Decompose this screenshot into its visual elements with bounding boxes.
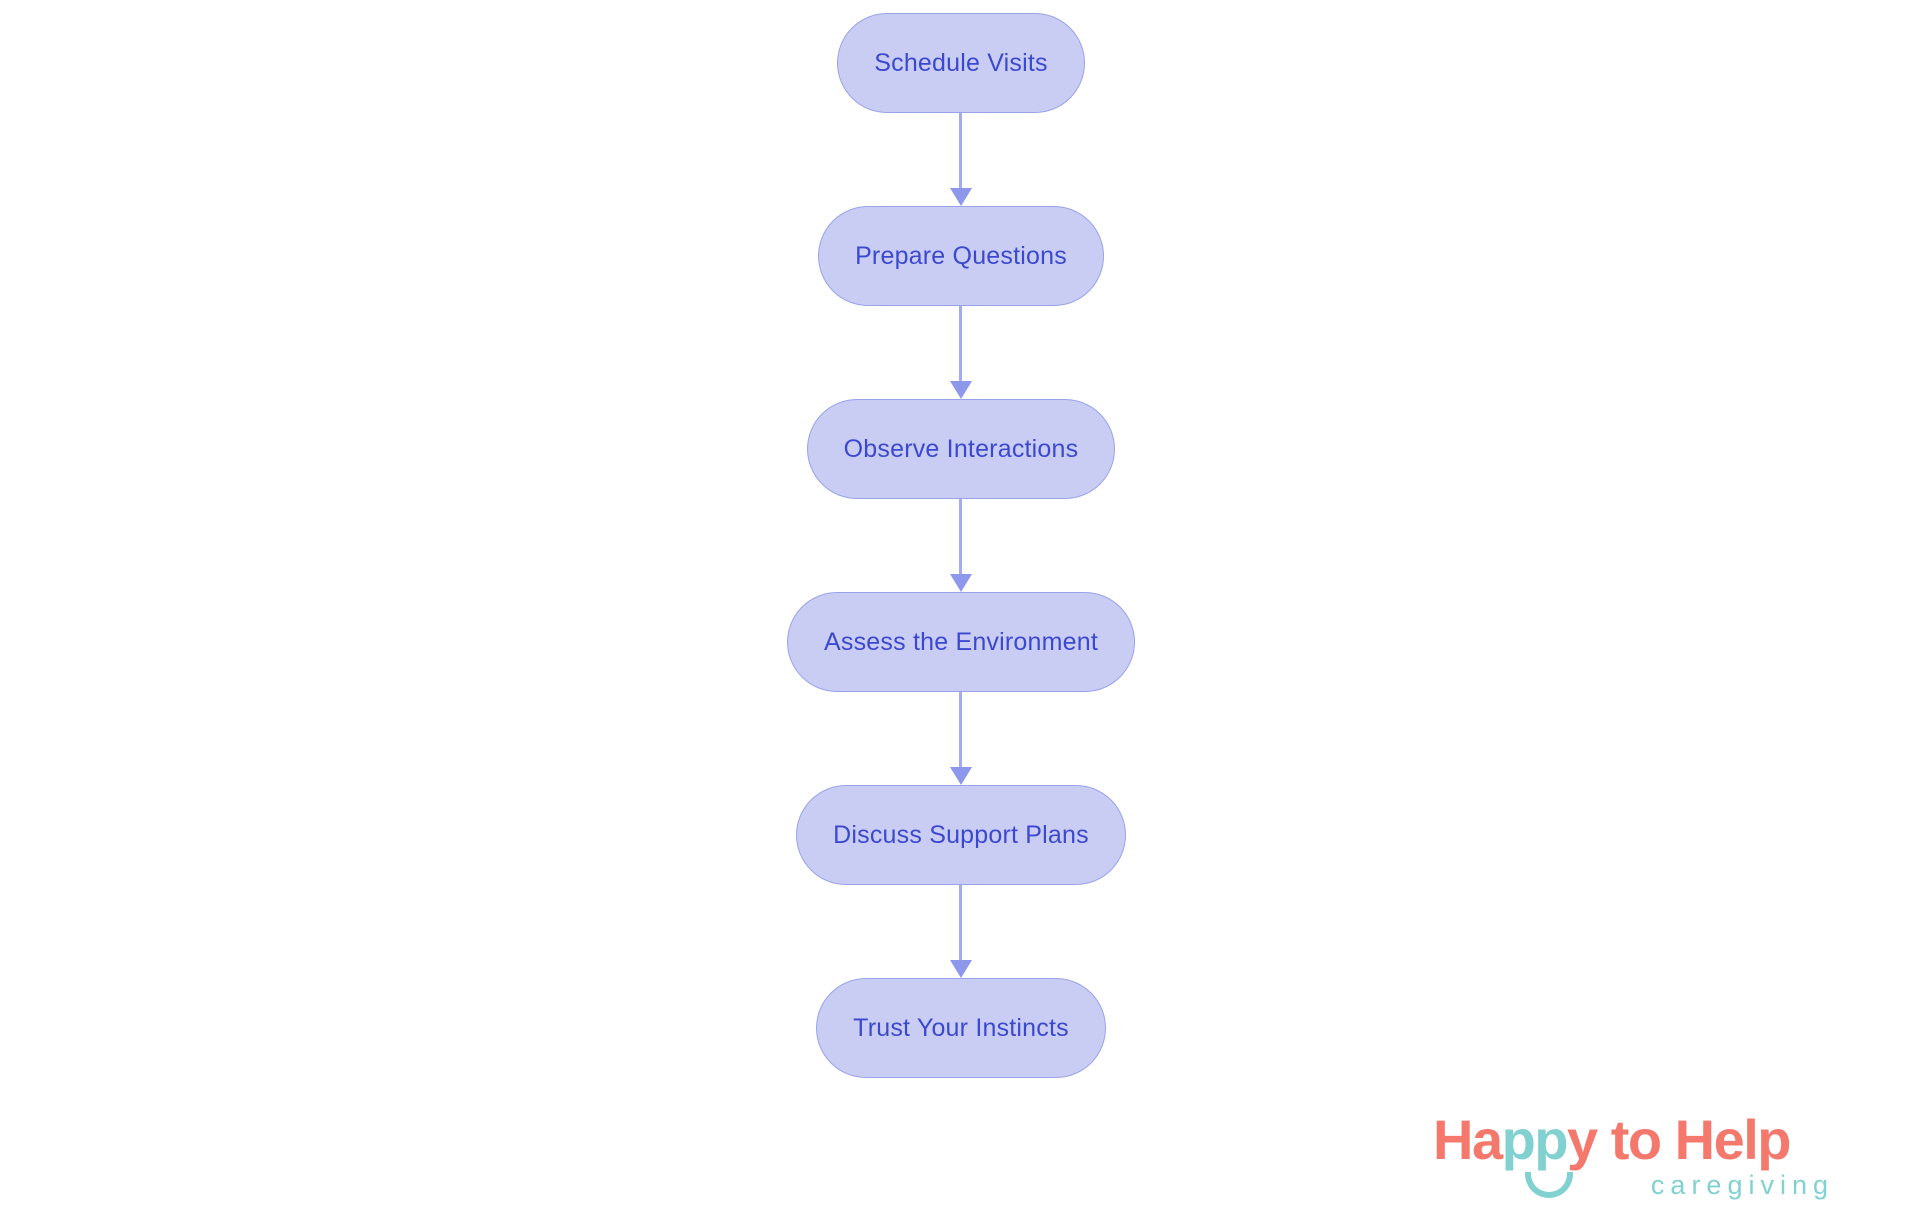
flowchart: Schedule Visits Prepare Questions Observ… [787, 13, 1135, 1078]
arrow-head-icon [950, 767, 972, 785]
logo-tagline: caregiving [1650, 1170, 1834, 1200]
arrow-line [959, 885, 963, 960]
flow-arrow [950, 885, 972, 978]
flow-arrow [950, 499, 972, 592]
brand-logo: Happy to Help caregiving [1433, 1112, 1898, 1212]
logo-text-part: y to Help [1567, 1108, 1791, 1171]
flow-node-label: Observe Interactions [843, 434, 1079, 463]
flow-node-trust-your-instincts: Trust Your Instincts [816, 978, 1106, 1078]
arrow-head-icon [950, 574, 972, 592]
arrow-head-icon [950, 960, 972, 978]
flow-node-discuss-support-plans: Discuss Support Plans [796, 785, 1126, 885]
arrow-line [959, 113, 963, 188]
flow-node-schedule-visits: Schedule Visits [837, 13, 1085, 113]
flow-node-label: Assess the Environment [824, 627, 1098, 656]
flow-node-label: Schedule Visits [874, 48, 1048, 77]
flow-node-label: Prepare Questions [855, 241, 1067, 270]
logo-text-part: Ha [1433, 1108, 1503, 1171]
arrow-line [959, 306, 963, 381]
flow-arrow [950, 692, 972, 785]
flow-arrow [950, 113, 972, 206]
arrow-line [959, 692, 963, 767]
flow-node-label: Trust Your Instincts [853, 1013, 1069, 1042]
arrow-head-icon [950, 188, 972, 206]
logo-text-part: pp [1501, 1108, 1569, 1171]
smile-icon [1525, 1172, 1573, 1198]
logo-wordmark: Happy to Help [1433, 1112, 1898, 1168]
flow-arrow [950, 306, 972, 399]
flow-node-label: Discuss Support Plans [833, 820, 1089, 849]
arrow-line [959, 499, 963, 574]
flow-node-observe-interactions: Observe Interactions [806, 399, 1116, 499]
flow-node-assess-the-environment: Assess the Environment [787, 592, 1135, 692]
flow-node-prepare-questions: Prepare Questions [818, 206, 1104, 306]
arrow-head-icon [950, 381, 972, 399]
